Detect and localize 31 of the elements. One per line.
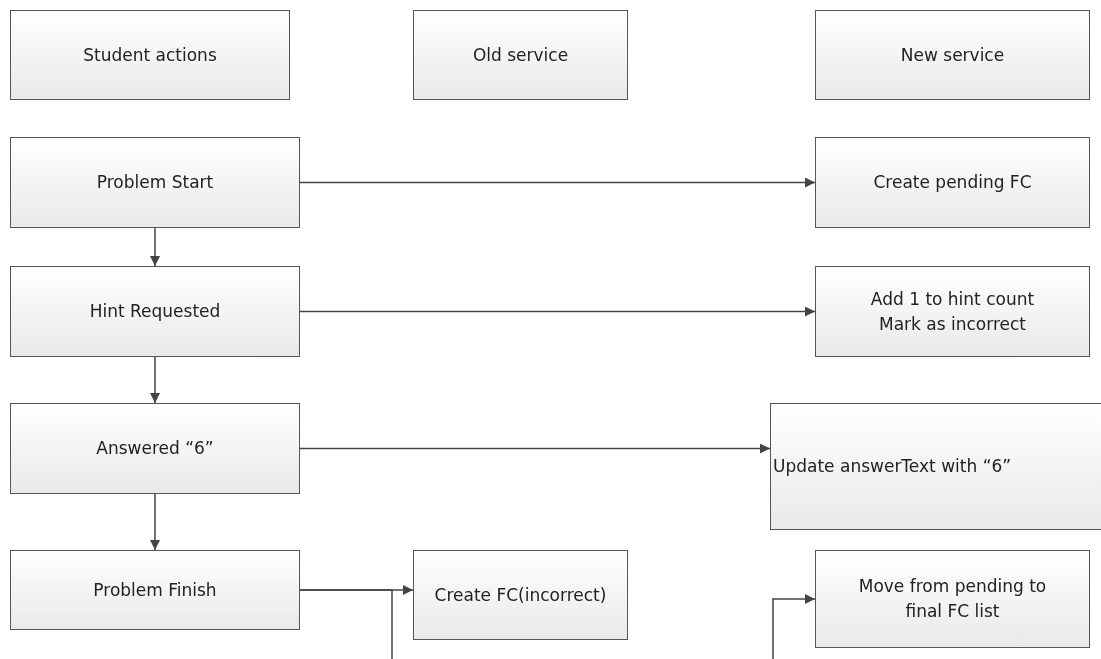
- arrow: [772, 594, 816, 659]
- box-label: Answered “6”: [96, 437, 214, 461]
- arrow: [150, 493, 160, 551]
- process-box: [815, 10, 1090, 100]
- arrow: [299, 306, 816, 317]
- box-label: Create FC(incorrect): [434, 583, 607, 607]
- process-box: [10, 137, 300, 228]
- box-label: Problem Finish: [93, 578, 217, 602]
- process-box: [815, 266, 1090, 357]
- process-box: [10, 403, 300, 494]
- arrow: [150, 356, 160, 404]
- process-box: [770, 403, 1101, 530]
- process-box: [815, 137, 1090, 228]
- process-box: [413, 550, 628, 640]
- box-label: Create pending FC: [873, 171, 1032, 195]
- box-label: Move from pending to final FC list: [857, 575, 1048, 623]
- process-box: [815, 550, 1090, 648]
- process-box: [413, 10, 628, 100]
- process-box: [10, 266, 300, 357]
- box-label: Old service: [472, 43, 569, 67]
- process-box: [10, 550, 300, 630]
- arrow: [299, 443, 771, 454]
- process-box: [10, 10, 290, 100]
- box-label: Student actions: [83, 43, 217, 67]
- box-label: Update answerText with “6”: [773, 455, 1012, 479]
- arrow: [150, 227, 160, 267]
- box-label: Problem Start: [96, 171, 214, 195]
- arrow: [299, 177, 816, 188]
- box-label: New service: [900, 43, 1005, 67]
- box-label: Hint Requested: [89, 300, 221, 324]
- box-label: Add 1 to hint count Mark as incorrect: [869, 287, 1036, 336]
